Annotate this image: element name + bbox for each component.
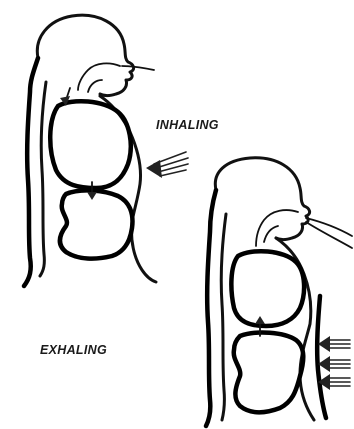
inhale-head (37, 15, 133, 95)
exhale-lungs (231, 251, 304, 326)
exhaling-figure (206, 158, 352, 426)
exhale-airway (256, 210, 298, 246)
inhaling-figure (24, 15, 188, 286)
inhale-airway (78, 63, 120, 90)
exhale-side-arrows (318, 336, 350, 390)
inhale-air-stream (122, 66, 154, 70)
inhale-back-outline (24, 58, 38, 286)
exhale-head (215, 158, 309, 240)
exhale-back-outline (206, 190, 216, 426)
exhaling-label: EXHALING (40, 343, 107, 357)
exhale-abdomen (234, 333, 304, 413)
inhale-lungs (50, 101, 131, 188)
inhale-side-arrows (146, 152, 188, 178)
inhale-abdomen (60, 190, 133, 258)
inhaling-label: INHALING (156, 118, 219, 132)
